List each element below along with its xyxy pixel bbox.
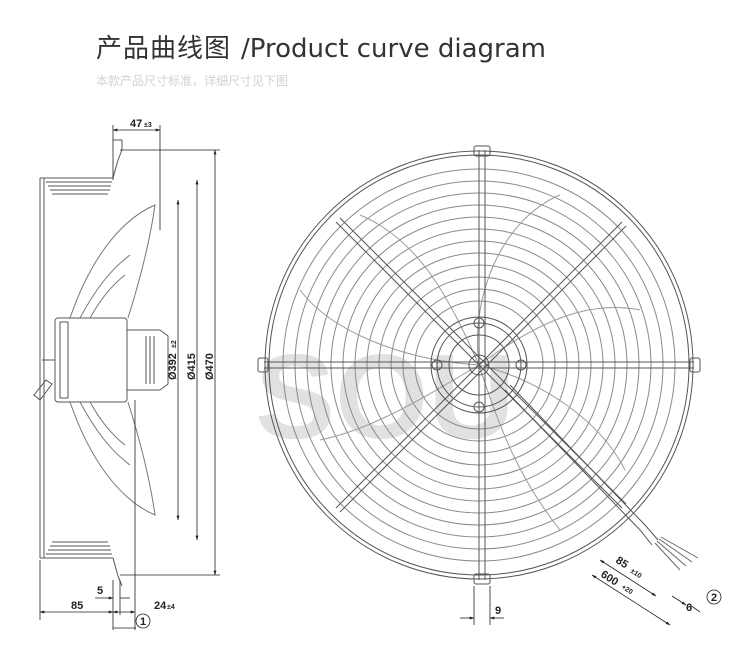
side-dimensions [39, 125, 220, 630]
dim-d415: Ø415 [186, 353, 198, 380]
page-title: 产品曲线图/Product curve diagram [96, 28, 546, 65]
dim-24-tol: ±4 [167, 604, 175, 611]
dim-24: 24 [154, 600, 167, 612]
page-subtitle: 本款产品尺寸标准，详细尺寸见下图 [96, 74, 289, 88]
dim-47: 47 [130, 118, 142, 130]
dim-d392: Ø392 [167, 353, 179, 380]
front-blades [299, 194, 641, 531]
dim-6: 6 [686, 602, 692, 614]
front-view [257, 145, 701, 585]
dim-d392-tol: ±2 [171, 340, 178, 348]
cable-wires [654, 536, 699, 571]
dim-85: 85 [71, 600, 83, 612]
side-blades [69, 204, 156, 516]
dim-85-front-tol: ±10 [629, 568, 643, 580]
title-en: /Product curve diagram [241, 34, 546, 64]
title-cn: 产品曲线图 [96, 34, 232, 64]
motor-hub [430, 316, 528, 414]
cable [504, 389, 653, 546]
support-spokes [264, 150, 694, 580]
dim-9: 9 [495, 605, 501, 617]
callout-1: 1 [140, 616, 146, 628]
side-view [33, 139, 169, 587]
side-guard [39, 149, 123, 587]
dim-600: 600 [598, 568, 620, 588]
dim-85-front: 85 [613, 554, 630, 571]
dim-5: 5 [97, 585, 103, 597]
dim-47-tol: ±3 [144, 122, 152, 129]
dim-d470: Ø470 [204, 353, 216, 380]
front-dimensions [460, 559, 722, 626]
watermark: SOU [255, 330, 515, 464]
callout-2: 2 [711, 592, 717, 604]
side-motor [33, 317, 169, 403]
